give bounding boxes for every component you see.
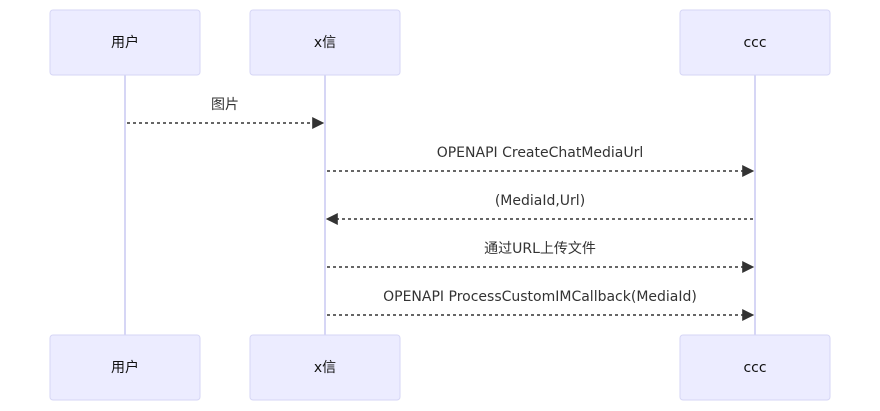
actor-label: ccc xyxy=(743,360,766,376)
actor-label: 用户 xyxy=(111,34,139,51)
actor-label: ccc xyxy=(743,35,766,51)
message-label: OPENAPI CreateChatMediaUrl xyxy=(437,145,644,161)
actor-label: 用户 xyxy=(111,359,139,376)
actor-bottom-xin: x信 xyxy=(249,334,401,401)
message-5: OPENAPI ProcessCustomIMCallback(MediaId) xyxy=(327,289,755,321)
actor-top-ccc: ccc xyxy=(679,9,831,76)
message-1: 图片 xyxy=(127,97,325,129)
message-label: OPENAPI ProcessCustomIMCallback(MediaId) xyxy=(383,289,697,305)
actor-bottom-user: 用户 xyxy=(49,334,201,401)
message-label: 通过URL上传文件 xyxy=(484,241,596,257)
actor-bottom-ccc: ccc xyxy=(679,334,831,401)
message-3: (MediaId,Url) xyxy=(325,193,753,225)
message-4: 通过URL上传文件 xyxy=(327,241,755,273)
message-2: OPENAPI CreateChatMediaUrl xyxy=(327,145,755,177)
message-label: (MediaId,Url) xyxy=(495,193,585,209)
actor-label: x信 xyxy=(314,35,336,51)
actor-top-xin: x信 xyxy=(249,9,401,76)
actor-top-user: 用户 xyxy=(49,9,201,76)
message-label: 图片 xyxy=(211,97,239,113)
actor-label: x信 xyxy=(314,360,336,376)
